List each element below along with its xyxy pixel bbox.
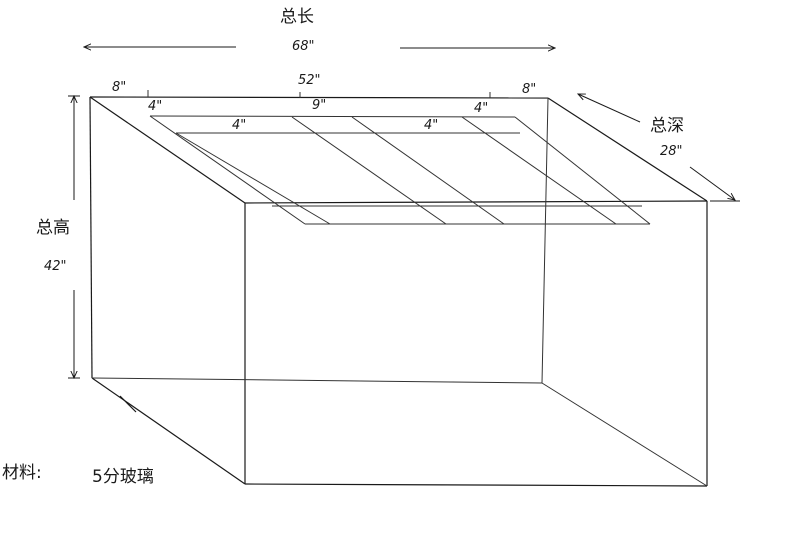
top-span-label: 52" bbox=[298, 73, 321, 88]
gap-left-outer-label: 4" bbox=[148, 99, 162, 114]
divider-6 bbox=[514, 116, 651, 225]
gap-left-inner-label: 4" bbox=[232, 118, 246, 133]
back-left-edge bbox=[89, 96, 93, 379]
right-margin-label: 8" bbox=[522, 82, 536, 97]
divider-1 bbox=[149, 115, 306, 225]
bottom-right-edge bbox=[541, 382, 708, 487]
bottom-back-edge bbox=[91, 377, 543, 384]
total-length-title: 总长 bbox=[280, 7, 314, 27]
divider-5 bbox=[461, 116, 617, 225]
front-bottom-edge bbox=[244, 483, 708, 487]
gap-right-outer-label: 4" bbox=[474, 101, 488, 116]
top-dividers bbox=[147, 90, 651, 225]
box-wireframe bbox=[89, 96, 708, 487]
top-back-edge bbox=[89, 96, 549, 99]
gap-center-label: 9" bbox=[312, 98, 326, 113]
depth-arrow-back bbox=[578, 94, 641, 123]
gap-right-inner-label: 4" bbox=[424, 118, 438, 133]
material-value: 5分玻璃 bbox=[92, 467, 154, 487]
depth-title: 总深 bbox=[650, 116, 684, 136]
back-right-edge bbox=[541, 97, 549, 384]
left-margin-label: 8" bbox=[112, 80, 126, 95]
material-note: 材料: 5分玻璃 bbox=[2, 463, 154, 487]
depth-arrow-front bbox=[689, 166, 735, 200]
top-right-edge bbox=[547, 97, 708, 202]
divider-2 bbox=[175, 132, 331, 225]
pencil-mark bbox=[119, 395, 137, 413]
height-title: 总高 bbox=[36, 218, 70, 238]
top-left-edge bbox=[89, 96, 246, 204]
depth-value: 28" bbox=[660, 144, 683, 159]
bottom-left-edge bbox=[91, 377, 246, 485]
top-front-edge bbox=[244, 200, 708, 204]
divider-back-rail bbox=[149, 115, 516, 118]
height-value: 42" bbox=[44, 259, 67, 274]
dimension-arrows bbox=[68, 47, 740, 378]
material-label: 材料: bbox=[2, 463, 42, 483]
total-length-value: 68" bbox=[292, 39, 315, 54]
dimension-labels: 总长 68" 52" 8" 8" 总深 28" 总高 42" 4" 9" 4" … bbox=[36, 7, 684, 274]
